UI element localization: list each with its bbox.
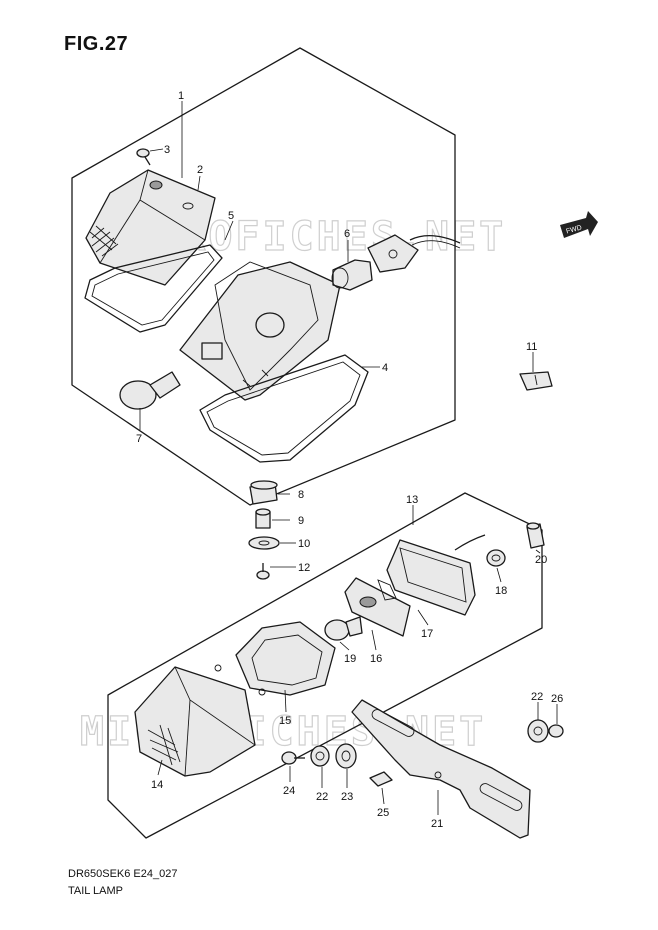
cap-part-18 — [486, 549, 506, 567]
lens-part-14 — [134, 664, 266, 777]
washer-part-10 — [248, 536, 280, 550]
spacer-part-20 — [526, 522, 545, 549]
washer-part-22b — [310, 745, 330, 767]
bulb-part-7 — [119, 371, 181, 410]
callout-1: 1 — [178, 90, 184, 102]
callout-9: 9 — [298, 515, 304, 527]
nut-part-26 — [548, 724, 564, 738]
clip-part-11 — [519, 371, 553, 391]
callout-2: 2 — [197, 164, 203, 176]
callout-22a: 22 — [531, 691, 543, 703]
callout-19: 19 — [344, 653, 356, 665]
gasket-plate-part-16 — [344, 577, 411, 637]
clip-part-25 — [369, 771, 393, 787]
nut-part-22a — [527, 719, 549, 743]
callout-16: 16 — [370, 653, 382, 665]
callout-12: 12 — [298, 562, 310, 574]
grommet-part-23 — [335, 743, 357, 769]
callout-20: 20 — [535, 554, 547, 566]
callout-17: 17 — [421, 628, 433, 640]
callout-25: 25 — [377, 807, 389, 819]
callout-8: 8 — [298, 489, 304, 501]
lens-part-2 — [85, 169, 216, 286]
fwd-label: FWD — [565, 225, 582, 236]
screw-part-12 — [256, 563, 270, 580]
diagram-caption: TAIL LAMP — [68, 885, 124, 897]
grommet-part-8 — [249, 480, 278, 505]
leader-lines — [139, 101, 558, 815]
callout-14: 14 — [151, 779, 163, 791]
collar-part-9 — [255, 508, 271, 529]
assembly-13-outline — [107, 492, 543, 839]
screw-part-3 — [136, 148, 151, 166]
callout-15: 15 — [279, 715, 291, 727]
assembly-1-outline — [71, 47, 456, 506]
callout-6: 6 — [344, 228, 350, 240]
bracket-part-21 — [351, 699, 531, 839]
callout-11: 11 — [526, 341, 537, 353]
callout-3: 3 — [164, 144, 170, 156]
socket-part-6 — [331, 234, 461, 291]
callout-18: 18 — [495, 585, 507, 597]
callout-10: 10 — [298, 538, 310, 550]
gasket-part-4 — [199, 354, 369, 463]
gasket-part-5 — [84, 244, 223, 333]
callout-5: 5 — [228, 210, 234, 222]
gasket-part-15 — [235, 621, 336, 696]
callout-26: 26 — [551, 693, 563, 705]
tail-lamp-housing — [179, 261, 341, 401]
callout-13: 13 — [406, 494, 418, 506]
callout-21: 21 — [431, 818, 443, 830]
callout-4: 4 — [382, 362, 388, 374]
fwd-arrow-icon: FWD — [560, 211, 598, 238]
lamp-housing-part-17 — [386, 534, 486, 616]
callout-23: 23 — [341, 791, 353, 803]
screw-part-24 — [281, 751, 305, 765]
callout-22b: 22 — [316, 791, 328, 803]
document-code: DR650SEK6 E24_027 — [68, 868, 178, 880]
callout-7: 7 — [136, 433, 142, 445]
figure-title: FIG.27 — [64, 33, 129, 55]
callout-24: 24 — [283, 785, 295, 797]
bulb-part-19 — [324, 616, 363, 641]
